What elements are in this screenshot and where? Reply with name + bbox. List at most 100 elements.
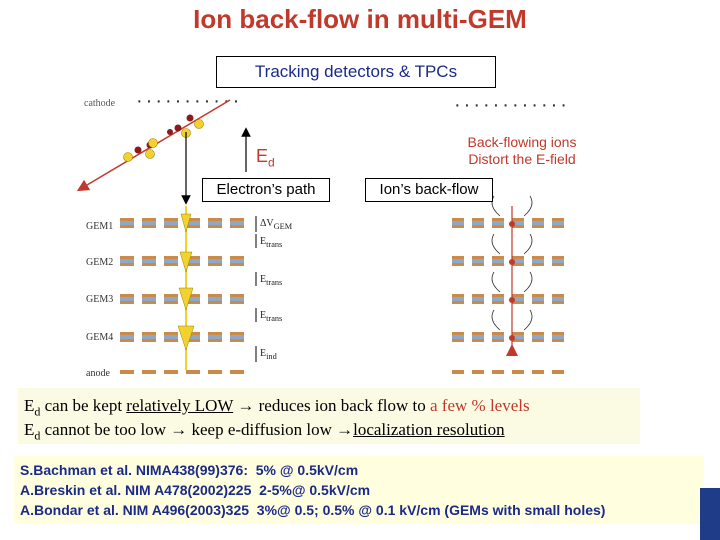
anode-segment [208,370,222,374]
gem-foil-segment [492,221,504,225]
gem-foil-segment [142,301,156,304]
gem-foil-segment [532,259,544,263]
gem-foil-segment [452,332,464,335]
gem-foil-segment [164,221,178,225]
gem3-label: GEM3 [86,294,114,305]
cathode-label: cathode [84,98,116,109]
gem-foil-segment [452,294,464,297]
gem-foil-segment [186,259,200,263]
gem-foil-segment [512,263,524,266]
gem-foil-segment [208,263,222,266]
gem-foil-segment [120,259,134,263]
gem-foil-segment [120,339,134,342]
gem-foil-segment [492,294,504,297]
gem-foil-segment [452,263,464,266]
gem-stack-right [452,218,564,374]
gem-foil-segment [532,332,544,335]
gem-foil-segment [552,335,564,339]
gem-foil-segment [472,225,484,228]
gem-foil-segment [452,339,464,342]
anode-segment [164,370,178,374]
gem-foil-segment [532,294,544,297]
gem-foil-segment [552,301,564,304]
gem-foil-segment [552,259,564,263]
gem-foil-segment [532,256,544,259]
anode-segment [186,370,200,374]
gem-foil-segment [186,225,200,228]
gem-foil-segment [142,335,156,339]
anode-segment [492,370,504,374]
gem-foil-segment [208,339,222,342]
gem-foil-segment [472,332,484,335]
gem-foil-segment [452,301,464,304]
gem-foil-segment [512,294,524,297]
gem-foil-segment [164,335,178,339]
gem-foil-segment [164,218,178,221]
gem-foil-segment [164,259,178,263]
gem-foil-segment [186,335,200,339]
gem-foil-segment [512,225,524,228]
gem-foil-segment [230,221,244,225]
gem-foil-segment [186,339,200,342]
gem-foil-segment [230,301,244,304]
gem-foil-segment [208,221,222,225]
gem-foil-segment [120,263,134,266]
gem-foil-segment [230,263,244,266]
gem-foil-segment [164,225,178,228]
gem-foil-segment [142,221,156,225]
anode-segment [532,370,544,374]
gem-foil-segment [472,259,484,263]
gem-foil-segment [208,225,222,228]
gem-foil-segment [142,256,156,259]
gem-foil-segment [230,339,244,342]
gem-foil-segment [512,218,524,221]
gem-foil-segment [142,294,156,297]
gem-foil-segment [120,225,134,228]
gem-foil-segment [472,339,484,342]
gem-foil-segment [186,256,200,259]
gem-foil-segment [532,339,544,342]
gem-foil-segment [164,297,178,301]
gem-foil-segment [472,263,484,266]
references-box [14,456,704,524]
anode-segment [142,370,156,374]
anode-segment [120,370,134,374]
notes-box [18,388,640,444]
ionization-clusters [123,114,204,162]
gem-foil-segment [230,225,244,228]
reference-3: A.Bondar et al. NIM A496(2003)325 3%@ 0.… [20,502,606,518]
gem-foil-segment [552,332,564,335]
gem-foil-segment [512,221,524,225]
anode-label: anode [86,368,110,379]
gem-foil-segment [472,256,484,259]
gem-foil-segment [120,218,134,221]
drift-field-label: Ed [256,146,275,170]
gem-foil-segment [552,297,564,301]
gem-foil-segment [552,256,564,259]
gem-foil-segment [186,263,200,266]
gem-foil-segment [552,263,564,266]
gem-foil-segment [472,218,484,221]
electron-avalanche [177,206,195,370]
gem-foil-segment [452,259,464,263]
gem-foil-segment [208,335,222,339]
gem-foil-segment [142,218,156,221]
gem-foil-segment [208,294,222,297]
gem-foil-segment [120,294,134,297]
gem-foil-segment [552,221,564,225]
gem-foil-segment [186,297,200,301]
ion-backflow [491,195,533,356]
gem-foil-segment [512,297,524,301]
gem-foil-segment [492,301,504,304]
gem-foil-segment [208,297,222,301]
anode-segment [452,370,464,374]
gem-foil-segment [452,218,464,221]
gem-foil-segment [552,294,564,297]
gem-foil-segment [142,263,156,266]
gem-foil-segment [512,332,524,335]
gem-foil-segment [472,221,484,225]
slide-title: Ion back-flow in multi-GEM [193,4,527,34]
gem-foil-segment [164,339,178,342]
corner-logo [700,488,720,540]
reference-2: A.Breskin et al. NIM A478(2002)225 2-5%@… [20,482,371,498]
